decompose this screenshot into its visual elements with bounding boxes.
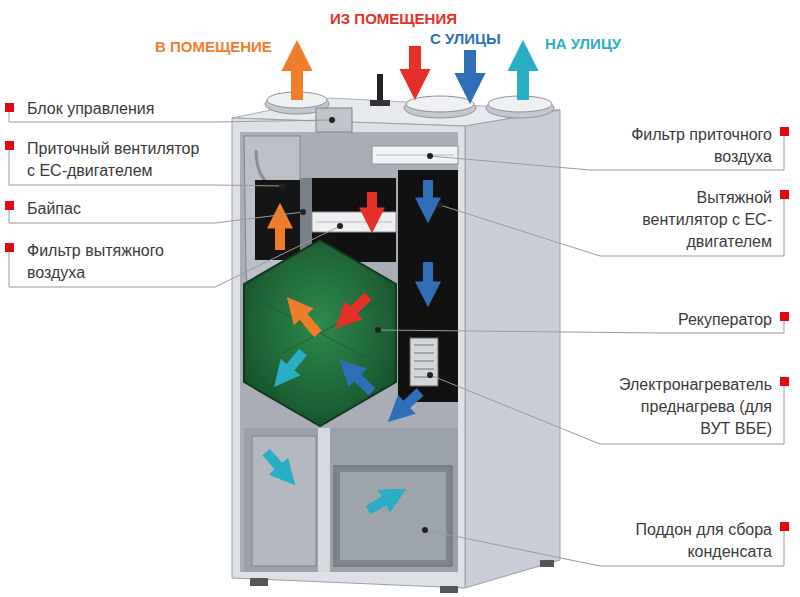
flow-label: В ПОМЕЩЕНИЕ [155,36,272,58]
supply-fan-chamber [255,180,300,260]
leader-dot [422,527,428,533]
callout-label: Фильтр вытяжного воздуха [27,240,203,284]
filter-line [316,222,392,223]
callout-label: Вытяжной вентилятор с ЕС-двигателем [640,187,772,253]
leader-dot [337,223,343,229]
core-line [258,300,382,366]
callout-marker [780,312,789,321]
callout-label: Приточный вентилятор с ЕС-двигателем [27,138,203,182]
callout-marker [780,377,789,386]
antenna [377,74,383,104]
filter-line [376,155,454,156]
airflow-arrow [289,352,303,369]
leader-dot [279,183,285,189]
leader-dot [329,117,335,123]
callout-marker [5,243,14,252]
callout-marker [5,201,14,210]
airflow-arrow [356,376,372,392]
callout-marker [5,103,14,112]
exhaust-filter [312,212,396,232]
tray-inner [340,472,446,560]
leader-line [9,226,340,287]
preheater [410,338,438,386]
airflow-arrow [367,192,377,210]
leader-dot [375,327,381,333]
airflow-arrow [352,296,368,312]
foot [540,560,554,567]
airflow-arrow [368,500,386,510]
leader-dot [437,202,443,208]
supply-filter [372,146,458,164]
housing-interior [240,132,458,572]
leader-dot [427,153,433,159]
airflow-arrow [266,452,280,468]
supply-outlet-chamber [252,436,316,566]
callout-label: Электронагреватель преднагрева (для ВУТ … [612,374,772,440]
housing-front [232,118,465,588]
callout-marker [780,127,789,136]
callout-label: Поддон для сбора конденсата [596,519,772,563]
leader-dot [427,372,433,378]
recuperator-core [244,240,396,426]
lower-chamber [244,428,458,572]
foot [250,578,268,586]
duct-collar [406,96,474,112]
callout-marker [5,141,14,150]
flow-label: НА УЛИЦУ [545,33,621,55]
heater-rib [414,361,434,362]
divider [318,428,330,572]
antenna-base [370,100,390,106]
callout-label: Рекуператор [596,309,772,331]
callout-label: Блок управления [27,98,207,120]
heater-rib [414,345,434,346]
airflow-arrow [291,68,303,100]
airflow-arrow [275,226,285,250]
callout-label: Фильтр приточного воздуха [596,124,772,168]
flow-label: С УЛИЦЫ [430,28,501,50]
heater-rib [414,353,434,354]
condensate-tray [334,466,452,566]
leader-dot [300,209,306,215]
callout-marker [780,190,789,199]
heater-rib [414,369,434,370]
leader-line [430,375,784,444]
airflow-arrow [423,180,433,200]
flow-label: ИЗ ПОМЕЩЕНИЯ [330,8,457,30]
airflow-arrow [405,392,420,406]
airflow-arrow [302,315,318,334]
foot [440,586,458,593]
housing-side [465,110,560,588]
core-line [258,300,382,366]
exhaust-channel [398,170,458,402]
callout-label: Байпас [27,198,207,220]
airflow-arrow [464,50,476,76]
callout-marker [780,522,789,531]
airflow-arrow [409,46,421,72]
airflow-arrow [517,68,529,100]
airflow-arrow [423,262,433,284]
